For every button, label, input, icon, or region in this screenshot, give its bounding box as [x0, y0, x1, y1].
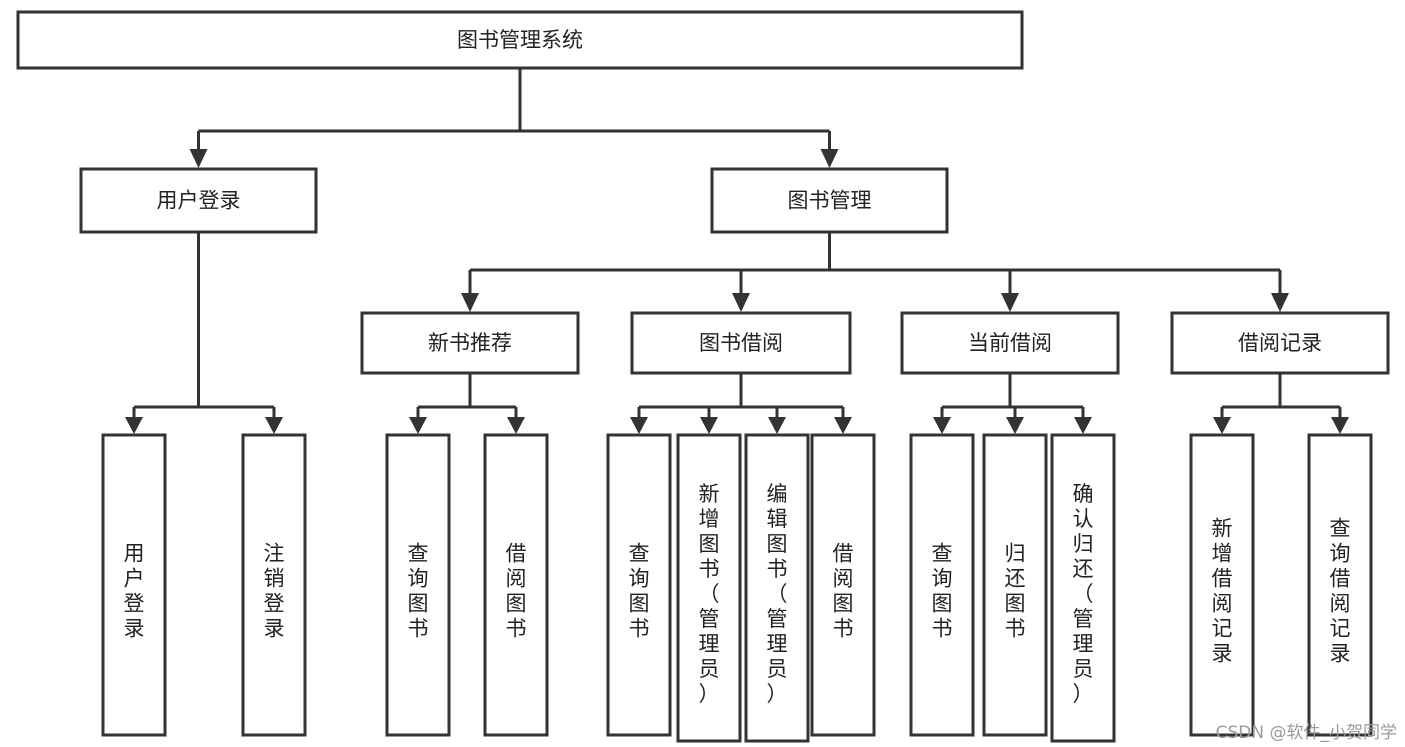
arrow-head-icon-leaf-user-logout [265, 417, 283, 434]
node-leaf-query-borrow-record[interactable]: 查询借阅记录 [1307, 433, 1373, 737]
node-leaf-add-book-label: 新增图书（管理员） [699, 482, 720, 706]
arrow-head-icon-leaf-query-borrow-record [1331, 417, 1349, 434]
node-current-borrow-label: 当前借阅 [968, 331, 1052, 355]
node-leaf-borrow-book-2-label: 借阅图书 [833, 542, 854, 641]
node-leaf-confirm-return-box [1050, 433, 1116, 743]
node-leaf-query-book-3-label: 查询图书 [932, 542, 953, 641]
node-leaf-confirm-return[interactable]: 确认归还（管理员） [1050, 433, 1116, 743]
node-root[interactable]: 图书管理系统 [16, 10, 1024, 70]
node-leaf-user-logout-box [241, 433, 307, 737]
node-borrow-record-label: 借阅记录 [1238, 331, 1322, 355]
node-leaf-add-borrow-record[interactable]: 新增借阅记录 [1189, 433, 1255, 737]
node-leaf-edit-book-box [744, 433, 810, 743]
node-book-management-box [710, 167, 949, 234]
arrow-head-icon-leaf-borrow-book-2 [834, 417, 852, 434]
node-leaf-borrow-book-2[interactable]: 借阅图书 [810, 433, 876, 737]
node-borrow-record[interactable]: 借阅记录 [1170, 311, 1390, 375]
node-new-book-recommend[interactable]: 新书推荐 [360, 311, 580, 375]
node-leaf-query-book-2[interactable]: 查询图书 [606, 433, 672, 737]
arrow-head-icon-leaf-confirm-return [1074, 417, 1092, 434]
node-root-label: 图书管理系统 [457, 28, 583, 52]
node-leaf-query-book-1-label: 查询图书 [408, 542, 429, 641]
node-user-login-label: 用户登录 [157, 189, 241, 213]
arrow-head-icon-leaf-query-book-1 [409, 417, 427, 434]
node-leaf-user-logout-label: 注销登录 [264, 542, 285, 641]
node-user-login[interactable]: 用户登录 [79, 167, 318, 234]
node-current-borrow-box [900, 311, 1120, 375]
node-leaf-add-borrow-record-label: 新增借阅记录 [1212, 517, 1233, 666]
node-book-management-label: 图书管理 [788, 189, 872, 213]
connector-lines-group [125, 68, 1349, 434]
node-leaf-return-book-label: 归还图书 [1005, 542, 1026, 641]
node-leaf-add-borrow-record-box [1189, 433, 1255, 737]
arrow-head-icon-new-book-recommend [461, 293, 479, 312]
node-leaf-query-book-1-box [385, 433, 451, 737]
node-leaf-borrow-book-1-label: 借阅图书 [506, 542, 527, 641]
node-leaf-query-book-2-box [606, 433, 672, 737]
arrow-head-icon-leaf-query-book-2 [630, 417, 648, 434]
node-new-book-recommend-box [360, 311, 580, 375]
node-leaf-edit-book-label: 编辑图书（管理员） [767, 482, 788, 706]
arrow-head-icon-borrow-record [1271, 293, 1289, 312]
node-leaf-user-login-box [101, 433, 167, 737]
node-book-borrow[interactable]: 图书借阅 [630, 311, 852, 375]
node-leaf-query-book-2-label: 查询图书 [629, 542, 650, 641]
node-leaf-return-book[interactable]: 归还图书 [982, 433, 1048, 737]
node-root-box [16, 10, 1024, 70]
arrow-head-icon-leaf-borrow-book-1 [507, 417, 525, 434]
node-leaf-edit-book[interactable]: 编辑图书（管理员） [744, 433, 810, 743]
arrow-head-icon-leaf-query-book-3 [933, 417, 951, 434]
arrow-head-icon-leaf-add-borrow-record [1213, 417, 1231, 434]
node-borrow-record-box [1170, 311, 1390, 375]
node-leaf-add-book-box [676, 433, 742, 743]
node-leaf-query-book-3[interactable]: 查询图书 [909, 433, 975, 737]
node-leaf-user-login-label: 用户登录 [124, 542, 145, 641]
arrow-head-icon-book-borrow [732, 293, 750, 312]
arrow-head-icon-leaf-user-login [125, 417, 143, 434]
node-leaf-query-book-1[interactable]: 查询图书 [385, 433, 451, 737]
node-new-book-recommend-label: 新书推荐 [428, 331, 512, 355]
node-leaf-user-login[interactable]: 用户登录 [101, 433, 167, 737]
node-boxes-group: 图书管理系统用户登录图书管理新书推荐图书借阅当前借阅借阅记录用户登录注销登录查询… [16, 10, 1390, 743]
arrow-head-icon-leaf-return-book [1006, 417, 1024, 434]
arrow-head-icon-current-borrow [1001, 293, 1019, 312]
node-leaf-borrow-book-1-box [483, 433, 549, 737]
node-leaf-borrow-book-2-box [810, 433, 876, 737]
node-leaf-add-book[interactable]: 新增图书（管理员） [676, 433, 742, 743]
node-leaf-user-logout[interactable]: 注销登录 [241, 433, 307, 737]
arrow-head-icon-leaf-add-book [700, 417, 718, 434]
node-current-borrow[interactable]: 当前借阅 [900, 311, 1120, 375]
node-leaf-return-book-box [982, 433, 1048, 737]
arrow-head-icon-leaf-edit-book [768, 417, 786, 434]
node-book-management[interactable]: 图书管理 [710, 167, 949, 234]
node-leaf-query-book-3-box [909, 433, 975, 737]
node-leaf-query-borrow-record-label: 查询借阅记录 [1330, 517, 1351, 666]
node-book-borrow-box [630, 311, 852, 375]
node-user-login-box [79, 167, 318, 234]
arrow-head-icon-user-login [189, 149, 208, 168]
node-leaf-borrow-book-1[interactable]: 借阅图书 [483, 433, 549, 737]
node-leaf-confirm-return-label: 确认归还（管理员） [1073, 482, 1094, 706]
arrow-head-icon-book-management [820, 149, 839, 168]
node-leaf-query-borrow-record-box [1307, 433, 1373, 737]
node-book-borrow-label: 图书借阅 [699, 331, 783, 355]
